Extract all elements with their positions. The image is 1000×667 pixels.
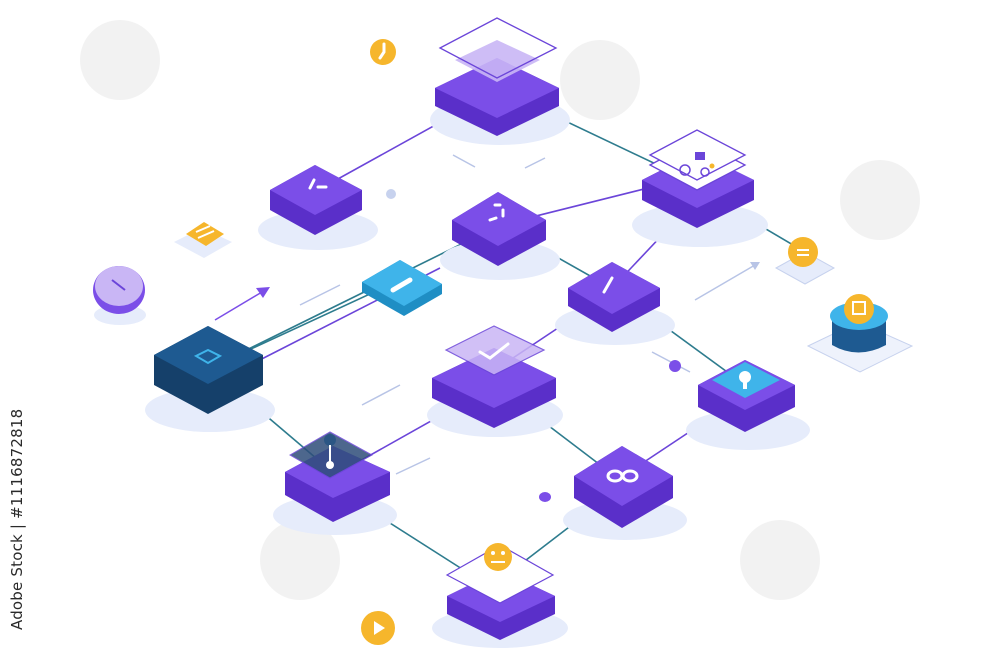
play-icon bbox=[374, 621, 385, 635]
node-lower-left[interactable] bbox=[273, 431, 397, 535]
node-bottom-stacked[interactable] bbox=[432, 543, 568, 648]
arrow-icon bbox=[214, 287, 270, 321]
card-icon bbox=[195, 225, 215, 239]
keyhole-icon bbox=[739, 371, 751, 389]
node-cyan-bar[interactable] bbox=[362, 260, 442, 316]
node-upper-right-stacked[interactable] bbox=[632, 129, 768, 247]
watermark-pattern bbox=[80, 20, 920, 600]
node-small-yellow-left[interactable] bbox=[174, 222, 232, 258]
stock-watermark-text: Adobe Stock | #1116872818 bbox=[8, 409, 28, 630]
node-lower-right[interactable] bbox=[563, 446, 687, 540]
node-center-check[interactable] bbox=[427, 325, 563, 437]
stack-icon bbox=[797, 249, 809, 256]
clock-icon bbox=[111, 279, 126, 291]
document-icon bbox=[852, 301, 866, 315]
node-top-stacked[interactable] bbox=[430, 17, 570, 145]
stock-id-label: Adobe Stock | #1116872818 bbox=[8, 408, 26, 630]
quote-glyph-icon bbox=[488, 203, 505, 222]
arrow-icon bbox=[299, 284, 341, 306]
notification-badge-top bbox=[370, 39, 396, 65]
smiley-icon bbox=[484, 543, 512, 571]
node-main-blue[interactable] bbox=[145, 326, 275, 432]
arrow-icon bbox=[361, 384, 401, 406]
edit-glyph-icon bbox=[602, 276, 614, 294]
arrow-icon bbox=[452, 154, 546, 169]
arrow-icon bbox=[694, 262, 760, 301]
link-icon bbox=[606, 469, 639, 483]
node-clock[interactable] bbox=[93, 266, 146, 325]
settings-icon bbox=[679, 152, 715, 177]
pin-icon bbox=[326, 445, 334, 469]
node-small-yellow-right[interactable] bbox=[774, 237, 836, 285]
play-button[interactable] bbox=[361, 611, 395, 645]
node-middle-right[interactable] bbox=[555, 262, 675, 345]
node-center-upper[interactable] bbox=[440, 192, 560, 280]
check-icon bbox=[478, 342, 510, 360]
connector-glyph-icon bbox=[308, 178, 328, 190]
node-database[interactable] bbox=[806, 294, 914, 373]
chart-icon bbox=[193, 348, 223, 365]
node-upper-left[interactable] bbox=[258, 165, 378, 250]
arrow-icon bbox=[395, 457, 431, 475]
node-right-lock[interactable] bbox=[686, 360, 810, 450]
